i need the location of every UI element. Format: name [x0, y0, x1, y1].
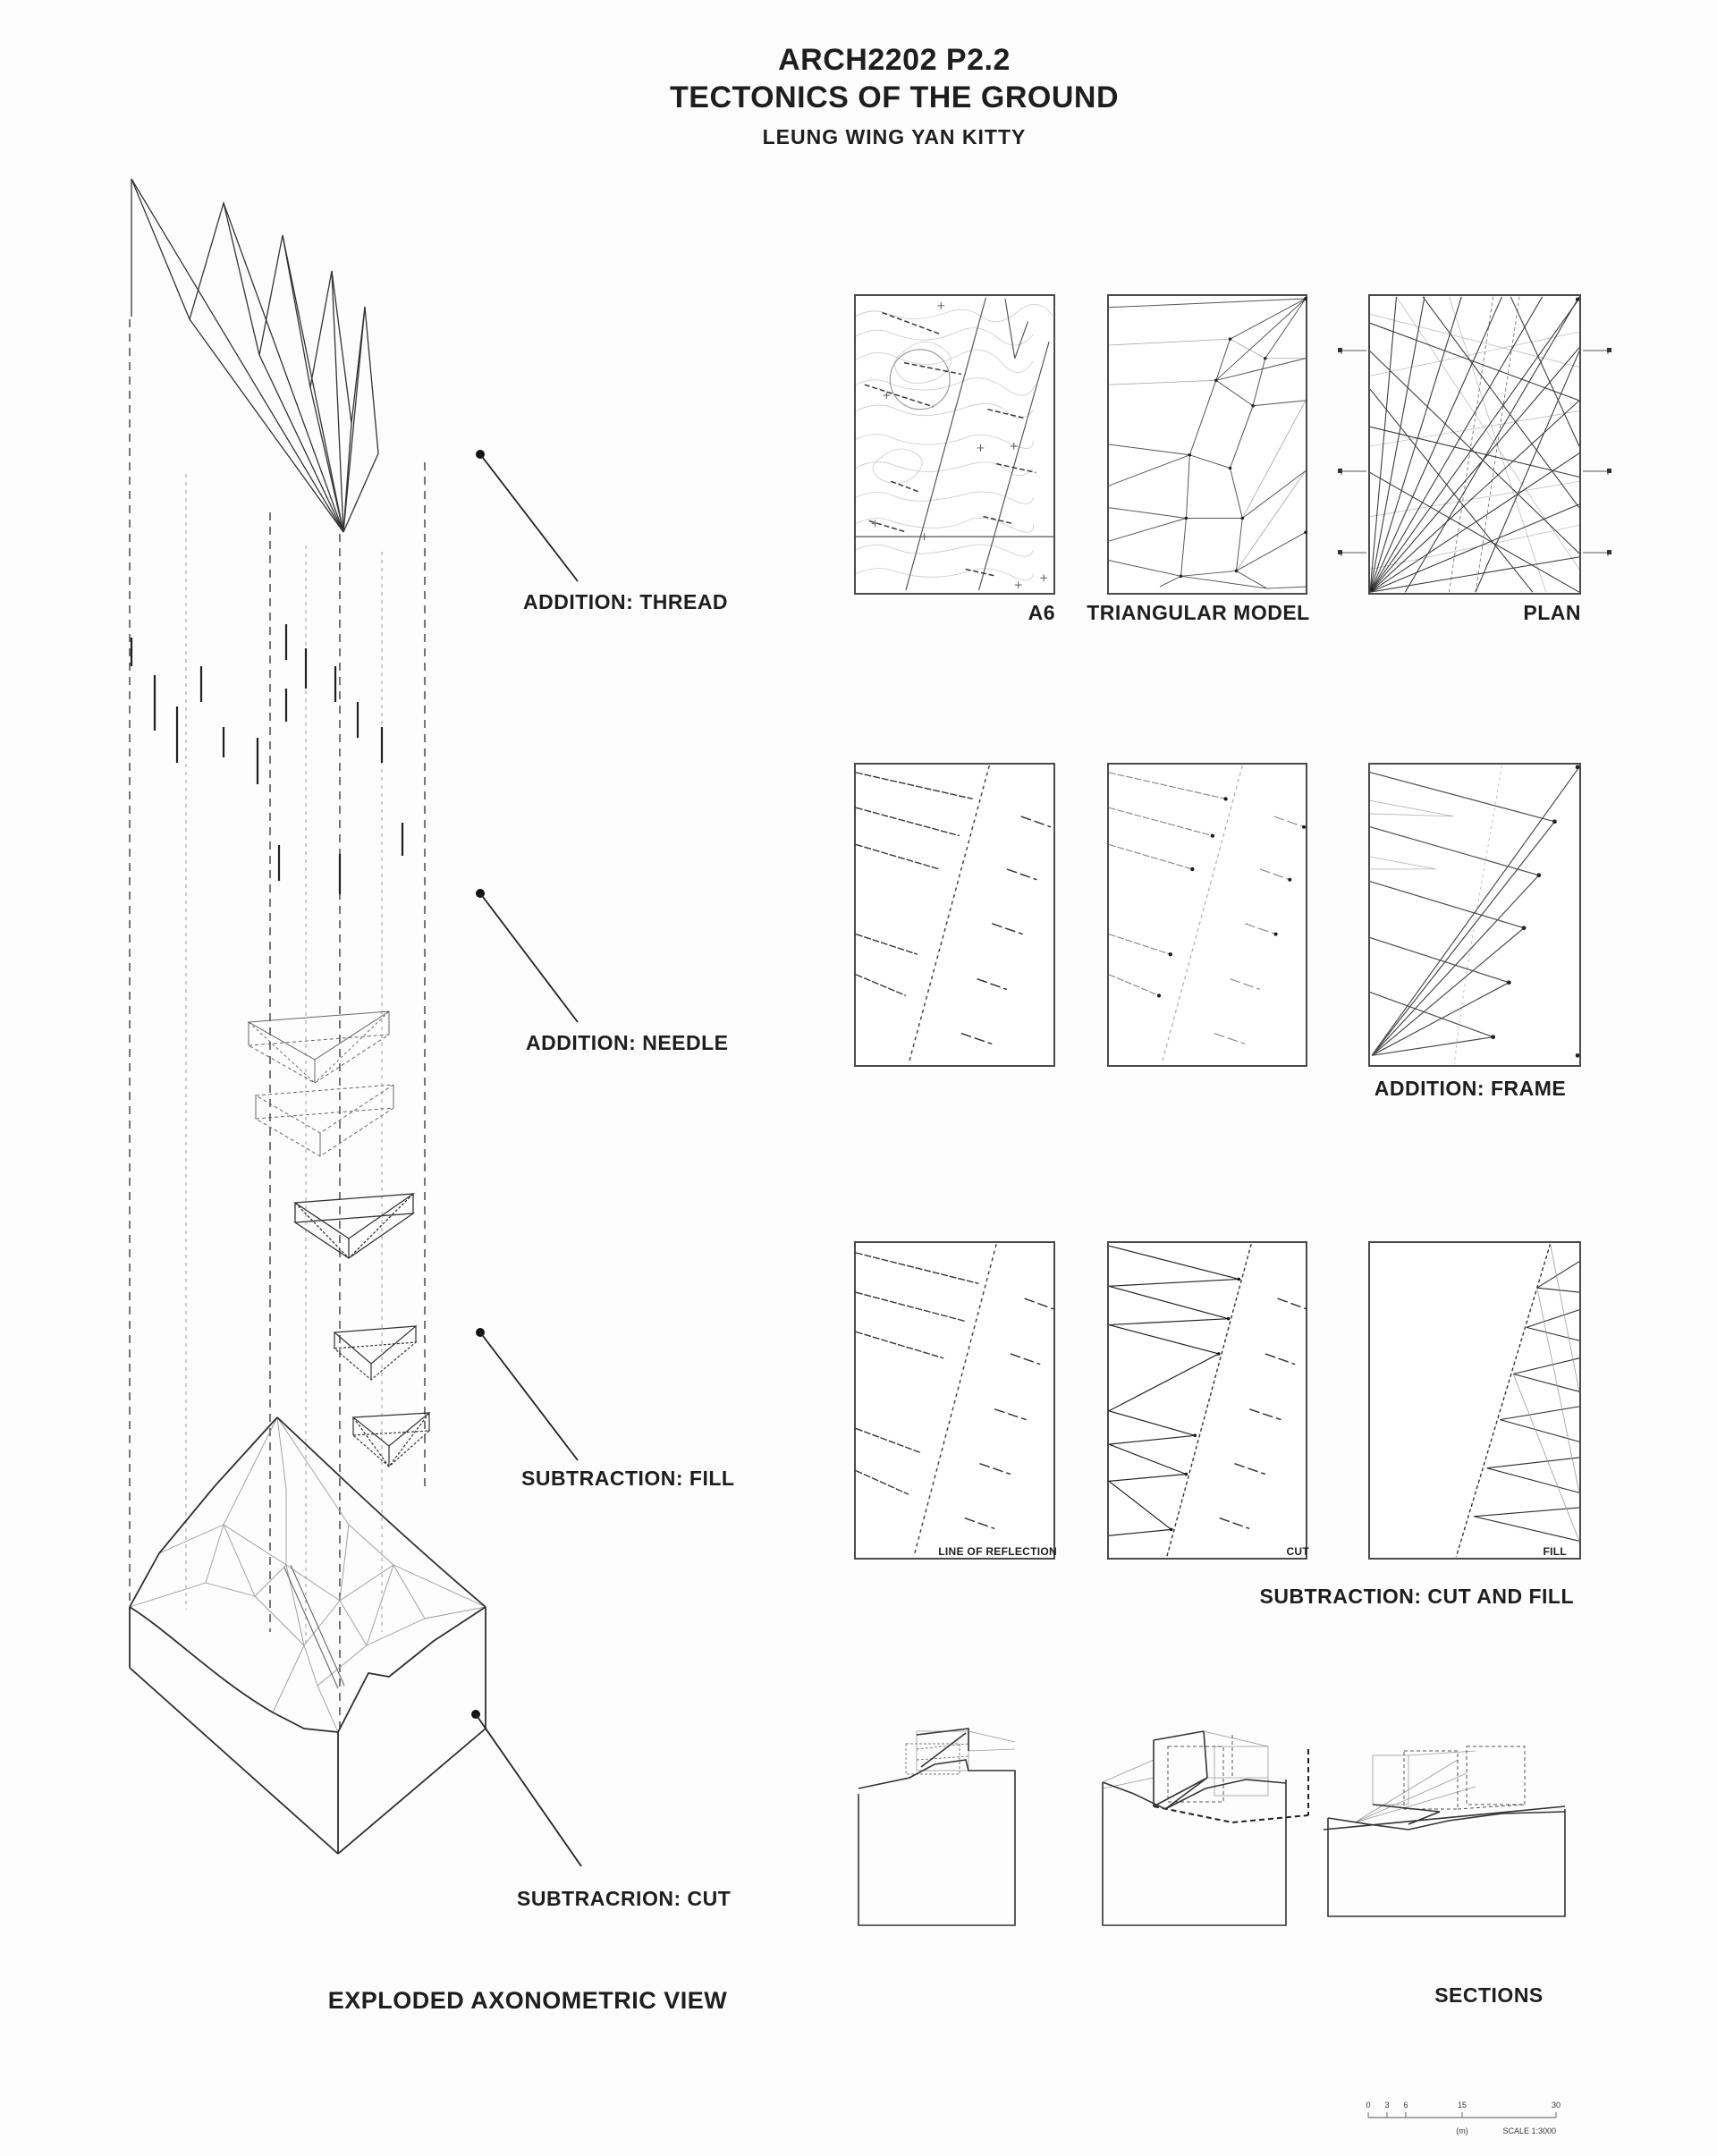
site-circle [889, 349, 951, 410]
section-drawing-1 [858, 1728, 1016, 1926]
plan-section-markers-right [1583, 348, 1611, 556]
panel-frame-step-1 [854, 763, 1055, 1067]
cut-apexes [1169, 1277, 1241, 1532]
reflection-line [1455, 1243, 1552, 1558]
label-a6: A6 [1028, 601, 1055, 624]
scale-unit: (m) [1456, 2126, 1468, 2135]
callout-addition-needle: ADDITION: NEEDLE [526, 1031, 729, 1054]
hatch-lines-light [1108, 772, 1226, 996]
callout-addition-thread: ADDITION: THREAD [523, 590, 729, 613]
exploded-axonometric-drawing [129, 178, 582, 1867]
panel-triangular-model [1107, 294, 1307, 595]
mesh-lines [1108, 298, 1307, 589]
label-plan: PLAN [1523, 601, 1581, 624]
scale-tick-30: 30 [1552, 2101, 1561, 2109]
scale-tick-6: 6 [1403, 2101, 1408, 2109]
author-name: LEUNG WING YAN KITTY [762, 125, 1027, 148]
section-drawing-2 [1102, 1730, 1309, 1926]
needle-elements [130, 624, 404, 894]
mesh-nodes [1179, 297, 1307, 579]
callout-subtraction-cut: SUBTRACRION: CUT [517, 1887, 732, 1910]
mesh-light-lines [1108, 338, 1307, 571]
callout-subtraction-fill: SUBTRACTION: FILL [521, 1467, 735, 1490]
thread-element [131, 178, 379, 533]
scale-bar: 0 3 6 15 30 (m) SCALE 1:3000 [1366, 2101, 1561, 2135]
projection-lines [129, 319, 426, 1729]
panel-fill [1368, 1241, 1581, 1560]
frame-nodes [1491, 765, 1580, 1058]
right-dashes [960, 816, 1052, 1045]
fill-prisms [247, 1010, 431, 1467]
panel-frame-step-2 [1107, 763, 1307, 1067]
panel-a6-topo-map [854, 294, 1055, 595]
axon-caption: EXPLODED AXONOMETRIC VIEW [327, 1987, 728, 2014]
callout-leaders [471, 450, 582, 1867]
fill-light-lines [1512, 1243, 1580, 1542]
label-fill: FILL [1543, 1545, 1567, 1558]
frame-lines [1369, 766, 1580, 1056]
section-drawing-3 [1323, 1746, 1566, 1917]
path-lines [856, 297, 1053, 591]
reflection-line [908, 765, 991, 1065]
frame-dashed-curve [1453, 765, 1502, 1065]
hatch-lines [855, 1252, 979, 1495]
scale-bar-ticks [1367, 2112, 1557, 2118]
course-code: ARCH2202 P2.2 [778, 43, 1011, 77]
hatch-lines [855, 772, 973, 996]
reflection-line [1161, 765, 1243, 1065]
frame-light-wedges [1369, 799, 1454, 870]
right-dashes [1219, 1298, 1307, 1530]
contour-lines [855, 303, 1053, 581]
fill-triangles [1473, 1261, 1580, 1542]
scale-tick-0: 0 [1366, 2101, 1370, 2109]
right-dashes [1214, 816, 1305, 1044]
reflection-line [913, 1243, 997, 1558]
page-title: TECTONICS OF THE GROUND [670, 80, 1119, 114]
survey-crosses [871, 301, 1048, 589]
right-dashes [964, 1298, 1054, 1530]
plan-node [1369, 588, 1374, 592]
panel-addition-frame [1368, 763, 1581, 1067]
panel-line-of-reflection [854, 1241, 1055, 1560]
scale-tick-15: 15 [1458, 2101, 1467, 2109]
plan-node [1575, 297, 1580, 301]
panel-plan [1368, 294, 1581, 595]
plan-dashed-lines [1449, 296, 1520, 593]
plan-section-markers-left [1338, 348, 1366, 556]
scale-ratio: SCALE 1:3000 [1502, 2126, 1556, 2135]
reflection-line [1166, 1243, 1252, 1558]
cut-triangles [1107, 1245, 1239, 1536]
label-subtraction-cut-and-fill: SUBTRACTION: CUT AND FILL [1259, 1585, 1574, 1608]
needle-points [1156, 797, 1306, 998]
label-cut: CUT [1286, 1545, 1309, 1558]
terrain-block [129, 1416, 486, 1855]
scale-tick-3: 3 [1384, 2101, 1389, 2109]
panel-cut [1107, 1241, 1307, 1560]
label-line-of-reflection: LINE OF REFLECTION [938, 1545, 1057, 1558]
label-triangular-model: TRIANGULAR MODEL [1087, 601, 1310, 624]
label-addition-frame: ADDITION: FRAME [1374, 1077, 1567, 1100]
label-sections: SECTIONS [1434, 1983, 1544, 2007]
plan-lines [1369, 296, 1580, 593]
